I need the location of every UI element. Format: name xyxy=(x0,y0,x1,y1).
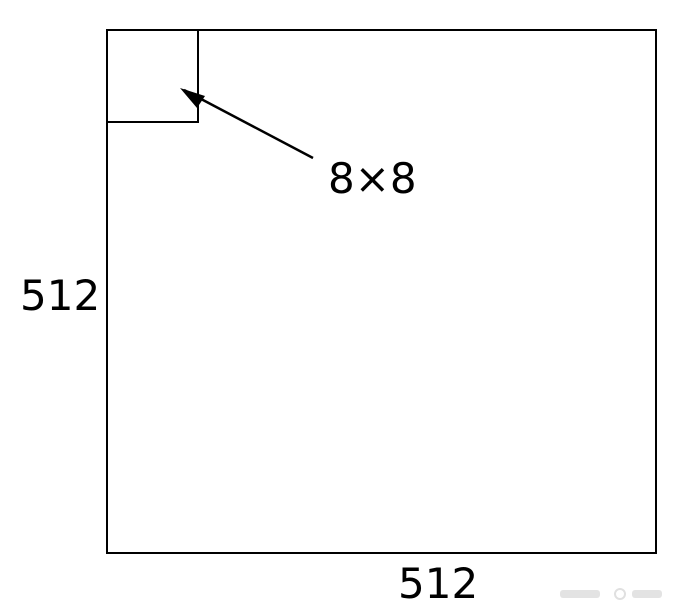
watermark xyxy=(560,588,662,600)
height-label: 512 xyxy=(20,271,100,320)
block-outline xyxy=(106,29,199,123)
image-outline xyxy=(106,29,657,554)
pointer-arrow xyxy=(183,88,314,160)
pointer-arrowhead xyxy=(180,88,205,108)
block-size-label: 8×8 xyxy=(328,154,417,203)
width-label: 512 xyxy=(398,559,478,605)
